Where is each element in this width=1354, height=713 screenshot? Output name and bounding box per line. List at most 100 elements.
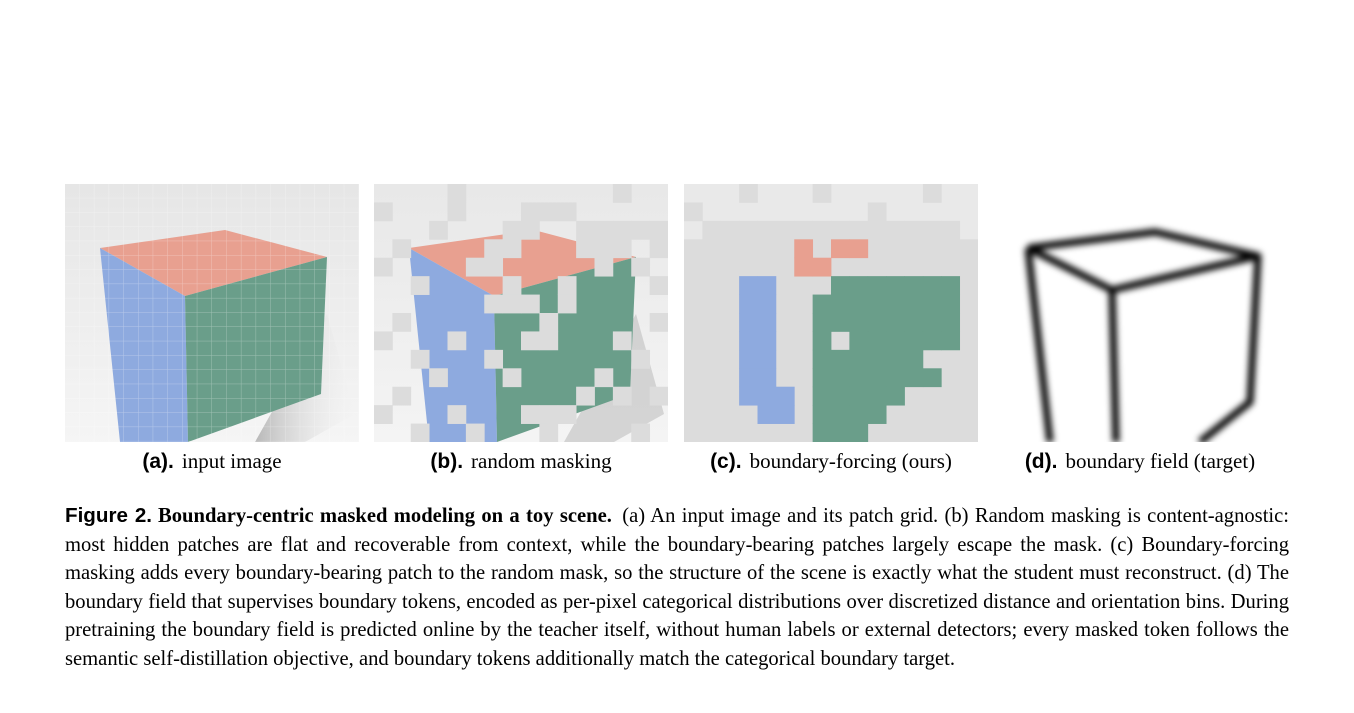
visible-patch	[812, 331, 832, 351]
mask-patch	[631, 349, 651, 369]
visible-patch	[757, 349, 777, 369]
mask-patch	[557, 294, 577, 314]
panel-boundary-forcing	[684, 184, 978, 442]
mask-patch	[941, 368, 961, 388]
subcaption-label: (c).	[710, 450, 742, 473]
boundary-edge-left	[1024, 247, 1054, 442]
mask-patch	[594, 220, 614, 240]
mask-patch	[649, 239, 668, 259]
mask-patch	[649, 220, 668, 240]
panel-input-image	[65, 184, 359, 442]
mask-patch	[631, 423, 651, 442]
mask-patch	[484, 294, 504, 314]
mask-patch	[775, 368, 795, 388]
caption-body: (a) An input image and its patch grid. (…	[65, 505, 1289, 670]
mask-patch	[502, 220, 522, 240]
mask-patch	[775, 349, 795, 369]
visible-patch	[812, 257, 832, 277]
mask-patch	[849, 220, 869, 240]
visible-patch	[849, 349, 869, 369]
visible-patch	[812, 405, 832, 424]
mask-patch	[941, 386, 961, 406]
visible-patch	[941, 331, 961, 351]
mask-patch	[904, 405, 924, 424]
visible-patch	[757, 313, 777, 332]
visible-patch	[922, 276, 942, 295]
mask-patch	[922, 405, 942, 424]
visible-patch	[941, 313, 961, 332]
mask-patch	[429, 368, 448, 388]
mask-patch	[484, 239, 504, 259]
mask-patch	[631, 257, 651, 277]
mask-patch	[794, 313, 814, 332]
mask-patch	[941, 257, 961, 277]
mask-patch	[775, 313, 795, 332]
mask-patch	[812, 239, 832, 259]
mask-patch	[794, 386, 814, 406]
mask-patch	[720, 294, 740, 314]
mask-patch	[922, 220, 942, 240]
visible-patch	[849, 294, 869, 314]
mask-patch	[922, 184, 942, 203]
visible-patch	[886, 294, 905, 314]
mask-patch	[392, 386, 412, 406]
mask-patch	[959, 276, 978, 295]
mask-patch	[757, 220, 777, 240]
visible-patch	[904, 294, 924, 314]
visible-patch	[904, 276, 924, 295]
mask-patch	[959, 294, 978, 314]
mask-patch	[775, 257, 795, 277]
visible-patch	[849, 331, 869, 351]
mask-patch	[720, 405, 740, 424]
visible-patch	[812, 423, 832, 442]
visible-patch	[794, 239, 814, 259]
mask-patch	[702, 349, 722, 369]
visible-patch	[831, 423, 850, 442]
mask-patch	[684, 239, 703, 259]
visible-patch	[886, 276, 905, 295]
mask-patch	[831, 257, 850, 277]
mask-patch	[941, 423, 961, 442]
caption-title: Boundary-centric masked modeling on a to…	[158, 505, 612, 527]
visible-patch	[922, 331, 942, 351]
visible-patch	[904, 368, 924, 388]
mask-patch	[867, 202, 887, 222]
mask-patch	[521, 220, 540, 240]
boundary-edge-right	[1197, 255, 1262, 442]
mask-patch	[794, 349, 814, 369]
visible-patch	[775, 386, 795, 406]
mask-patch	[867, 220, 887, 240]
mask-patch	[886, 239, 905, 259]
mask-patch	[959, 368, 978, 388]
mask-patch	[594, 257, 614, 277]
mask-patch	[959, 313, 978, 332]
subcaption-a: (a).input image	[65, 449, 359, 474]
mask-patch	[757, 257, 777, 277]
visible-patch	[812, 386, 832, 406]
mask-patch	[684, 294, 703, 314]
mask-patch	[447, 331, 467, 351]
mask-patch	[720, 257, 740, 277]
mask-patch	[521, 405, 540, 424]
visible-patch	[831, 405, 850, 424]
mask-patch	[886, 257, 905, 277]
visible-patch	[831, 368, 850, 388]
mask-patch	[502, 368, 522, 388]
mask-patch	[702, 405, 722, 424]
visible-patch	[867, 331, 887, 351]
mask-patch	[812, 184, 832, 203]
mask-patch	[959, 405, 978, 424]
mask-patch	[702, 313, 722, 332]
mask-patch	[831, 331, 850, 351]
visible-patch	[904, 331, 924, 351]
mask-patch	[702, 239, 722, 259]
mask-patch	[612, 331, 632, 351]
mask-patch	[720, 220, 740, 240]
mask-patch	[702, 257, 722, 277]
mask-patch	[539, 331, 559, 351]
visible-patch	[831, 276, 850, 295]
mask-patch	[886, 220, 905, 240]
mask-patch	[794, 331, 814, 351]
mask-patch	[794, 423, 814, 442]
visible-patch	[757, 386, 777, 406]
